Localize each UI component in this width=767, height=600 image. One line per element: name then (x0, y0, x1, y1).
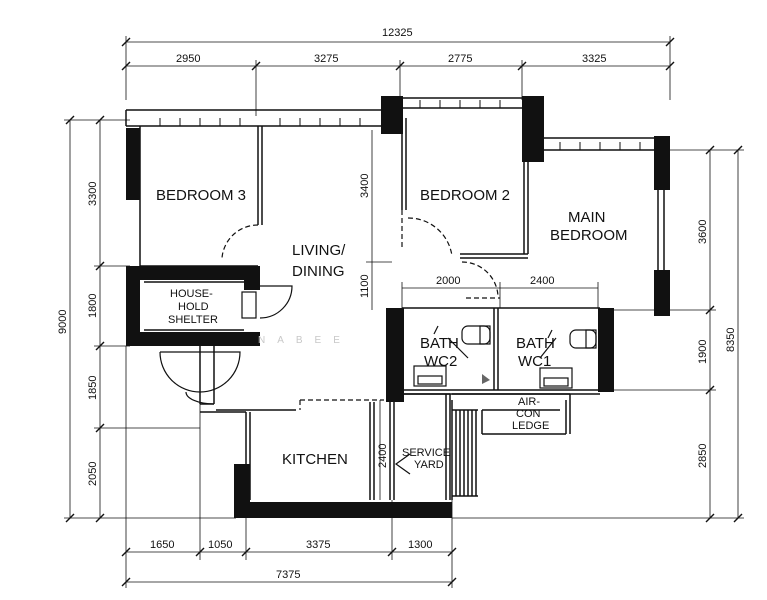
dim-right-total: 8350 (725, 328, 737, 352)
floor-trap-icon (482, 374, 490, 384)
label-aircon-1: AIR- (518, 396, 540, 408)
label-bath2-1: BATH (420, 335, 459, 352)
dim-inner-2400-kitchen: 2400 (377, 444, 389, 468)
dim-top-total: 12325 (382, 27, 413, 39)
service-yard-chevron (394, 453, 411, 475)
dim-bottom-1: 1650 (150, 539, 174, 551)
label-living-1: LIVING/ (292, 242, 346, 259)
dimension-ticks (65, 37, 743, 587)
label-bath1-2: WC1 (518, 353, 551, 370)
door-swings (221, 210, 500, 410)
dim-bottom-4: 1300 (408, 539, 432, 551)
label-shelter-2: HOLD (178, 301, 209, 313)
label-bath2-2: WC2 (424, 353, 457, 370)
label-shelter-3: SHELTER (168, 314, 218, 326)
bath-fixtures (413, 325, 597, 389)
label-main-bedroom-1: MAIN (568, 209, 606, 226)
label-aircon-2: CON (516, 408, 541, 420)
dim-top-3: 2775 (448, 53, 472, 65)
dim-left-2: 1800 (87, 294, 99, 318)
dim-bottom-2: 1050 (208, 539, 232, 551)
label-aircon-3: LEDGE (512, 420, 549, 432)
dim-left-total: 9000 (57, 310, 69, 334)
dim-top-2: 3275 (314, 53, 338, 65)
dim-bottom-3: 3375 (306, 539, 330, 551)
label-shelter-1: HOUSE- (170, 288, 213, 300)
window-mullions (159, 100, 641, 150)
dim-inner-1100: 1100 (359, 274, 371, 298)
dim-inner-2000: 2000 (436, 275, 460, 287)
label-living-2: DINING (292, 263, 345, 280)
label-bedroom3: BEDROOM 3 (156, 187, 246, 204)
label-service-1: SERVICE (402, 447, 450, 459)
dim-left-3: 1850 (87, 376, 99, 400)
dimension-labels: 12325 2950 3275 2775 3325 9000 3300 1800… (57, 27, 737, 581)
dim-right-1: 3600 (697, 220, 709, 244)
dim-top-1: 2950 (176, 53, 200, 65)
dim-right-2: 1900 (697, 340, 709, 364)
dim-bottom-total: 7375 (276, 569, 300, 581)
watermark: NABEE (258, 335, 352, 346)
label-main-bedroom-2: BEDROOM (550, 227, 628, 244)
label-kitchen: KITCHEN (282, 451, 348, 468)
room-labels: BEDROOM 3 BEDROOM 2 MAIN BEDROOM LIVING/… (156, 187, 628, 471)
dim-inner-2400-top: 2400 (530, 275, 554, 287)
label-service-2: YARD (414, 459, 444, 471)
dim-left-1: 3300 (87, 182, 99, 206)
dim-inner-3400: 3400 (359, 174, 371, 198)
structural-walls (126, 96, 670, 518)
dim-left-4: 2050 (87, 462, 99, 486)
label-bath1-1: BATH (516, 335, 555, 352)
door-arcs-solid (159, 285, 293, 405)
thin-walls (125, 97, 665, 500)
label-bedroom2: BEDROOM 2 (420, 187, 510, 204)
dim-right-3: 2850 (697, 444, 709, 468)
dim-top-4: 3325 (582, 53, 606, 65)
